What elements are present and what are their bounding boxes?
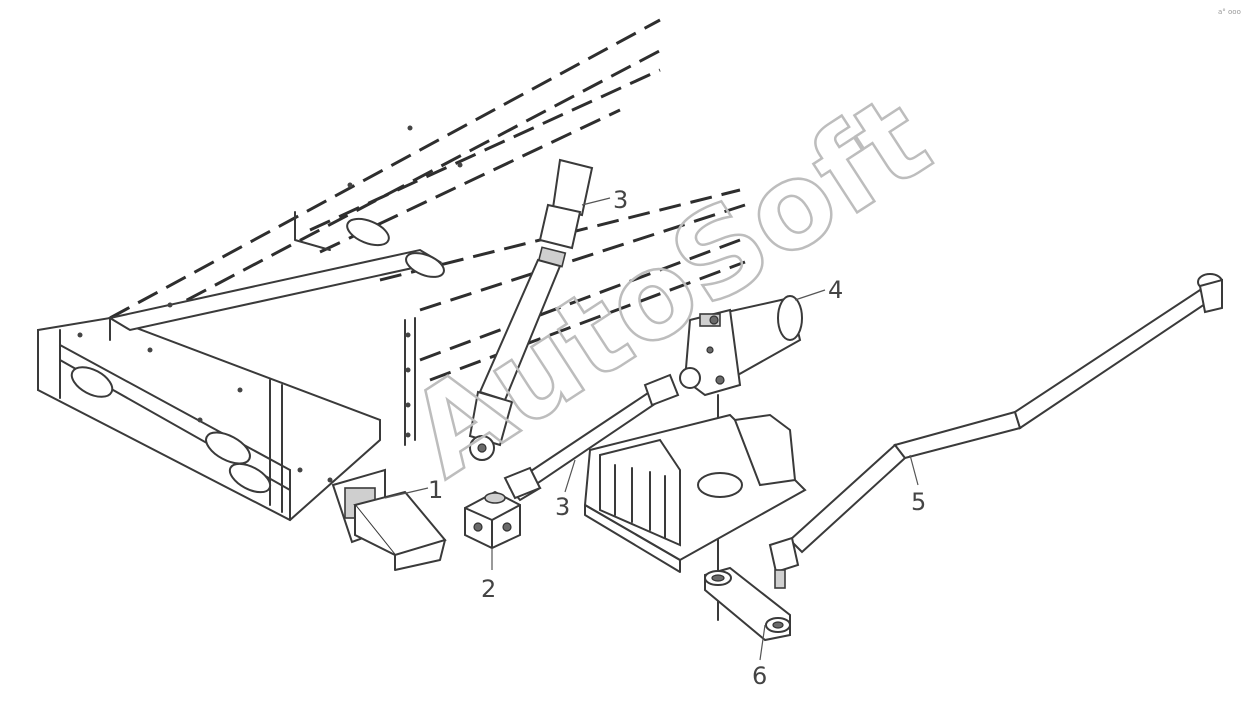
callout-4: 4 <box>828 276 843 304</box>
callout-labels: 1 2 3 3 4 5 6 <box>428 186 926 690</box>
callout-5: 5 <box>911 488 926 516</box>
callout-2: 2 <box>481 575 496 603</box>
callout-3b: 3 <box>555 493 570 521</box>
callout-3a: 3 <box>613 186 628 214</box>
bracket-part-1 <box>331 468 447 571</box>
vehicle-frame <box>37 18 746 522</box>
mounting-plate <box>583 413 807 573</box>
callout-leaders <box>384 197 919 661</box>
frame-rivets <box>77 125 463 483</box>
callout-6: 6 <box>752 662 767 690</box>
corner-mark: a° ooo <box>1218 8 1241 16</box>
pitman-arm-part-6 <box>704 566 791 642</box>
callout-1: 1 <box>428 476 443 504</box>
drag-link-part-5 <box>768 273 1223 589</box>
upper-steering-shaft-part-3 <box>468 158 594 461</box>
intermediate-steering-shaft-part-3 <box>503 373 680 500</box>
